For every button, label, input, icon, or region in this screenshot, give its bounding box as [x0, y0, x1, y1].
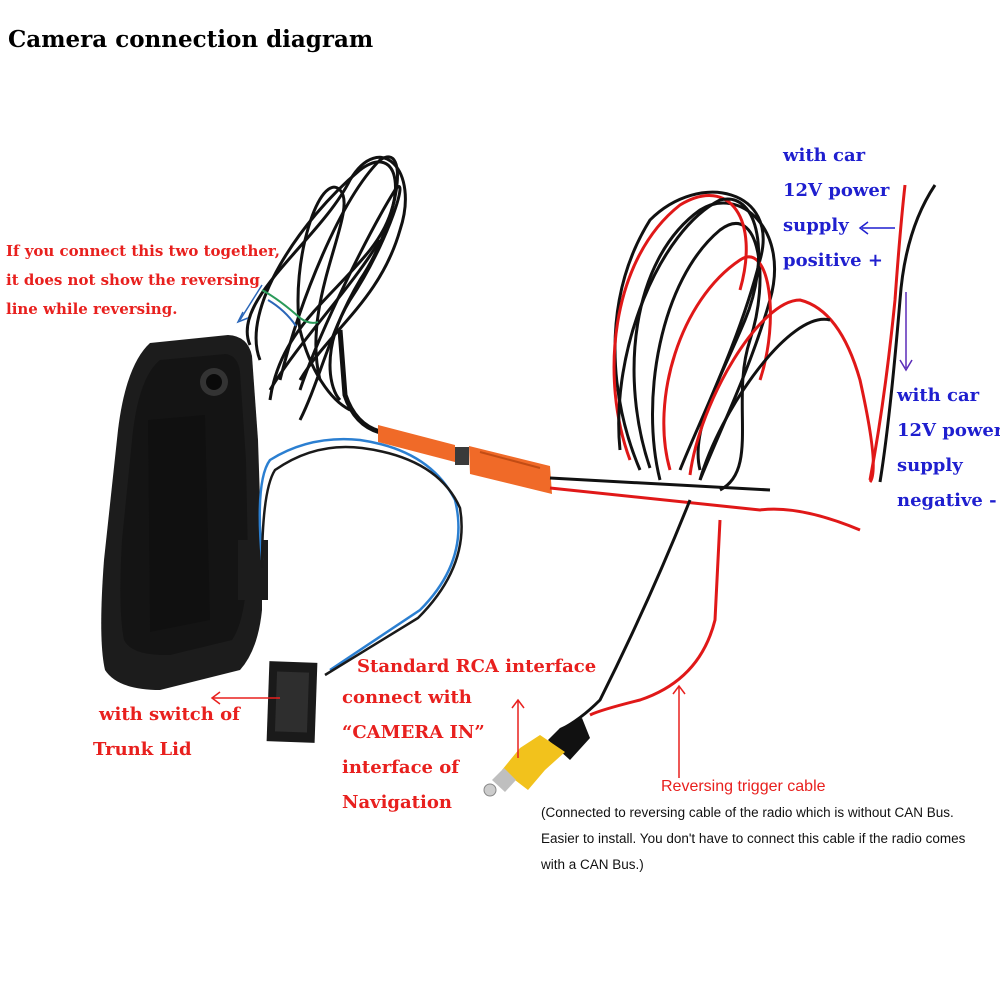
trigger-note-line: with a CAN Bus.): [541, 857, 644, 872]
trunk-switch-cable: [258, 437, 463, 677]
trunk-label-line: with switch of: [99, 704, 240, 725]
rca-label-line: “CAMERA IN”: [342, 722, 485, 743]
power-positive-line: positive +: [783, 250, 883, 271]
power-cable-coil: [549, 190, 875, 532]
rca-label-line: connect with: [342, 687, 472, 708]
power-negative-label: with car 12V power supply negative -: [897, 378, 1000, 518]
together-note: If you connect this two together, it doe…: [6, 237, 280, 324]
power-negative-line: 12V power: [897, 420, 1000, 441]
trigger-note: (Connected to reversing cable of the rad…: [541, 800, 965, 878]
camera-cable-coil: [245, 155, 407, 421]
orange-connector-icon: [378, 425, 552, 494]
camera-handle-icon: [101, 335, 268, 690]
trigger-note-line: (Connected to reversing cable of the rad…: [541, 805, 954, 820]
together-note-line: it does not show the reversing: [6, 271, 260, 289]
power-negative-line: negative -: [897, 490, 997, 511]
power-negative-line: with car: [897, 385, 980, 406]
page-title: Camera connection diagram: [8, 26, 374, 53]
rca-label-title: Standard RCA interface: [357, 656, 597, 677]
trunk-switch-plug-icon: [266, 661, 318, 743]
trigger-loop-wires: [261, 289, 319, 327]
power-negative-line: supply: [897, 455, 963, 476]
together-note-line: line while reversing.: [6, 300, 178, 318]
rca-label-line: interface of: [342, 757, 460, 778]
rca-plug-icon: [483, 718, 590, 797]
power-positive-line: 12V power: [783, 180, 890, 201]
power-positive-line: with car: [783, 145, 866, 166]
power-positive-line: supply: [783, 215, 849, 236]
rca-label: connect with “CAMERA IN” interface of Na…: [342, 680, 485, 820]
trigger-title: Reversing trigger cable: [661, 778, 826, 795]
together-note-line: If you connect this two together,: [6, 242, 280, 260]
arrow-icon: [210, 221, 913, 778]
power-positive-label: with car 12V power supply positive +: [783, 138, 889, 278]
trunk-label-line: Trunk Lid: [93, 739, 192, 760]
rca-label-line: Navigation: [342, 792, 452, 813]
trigger-note-line: Easier to install. You don't have to con…: [541, 831, 966, 846]
